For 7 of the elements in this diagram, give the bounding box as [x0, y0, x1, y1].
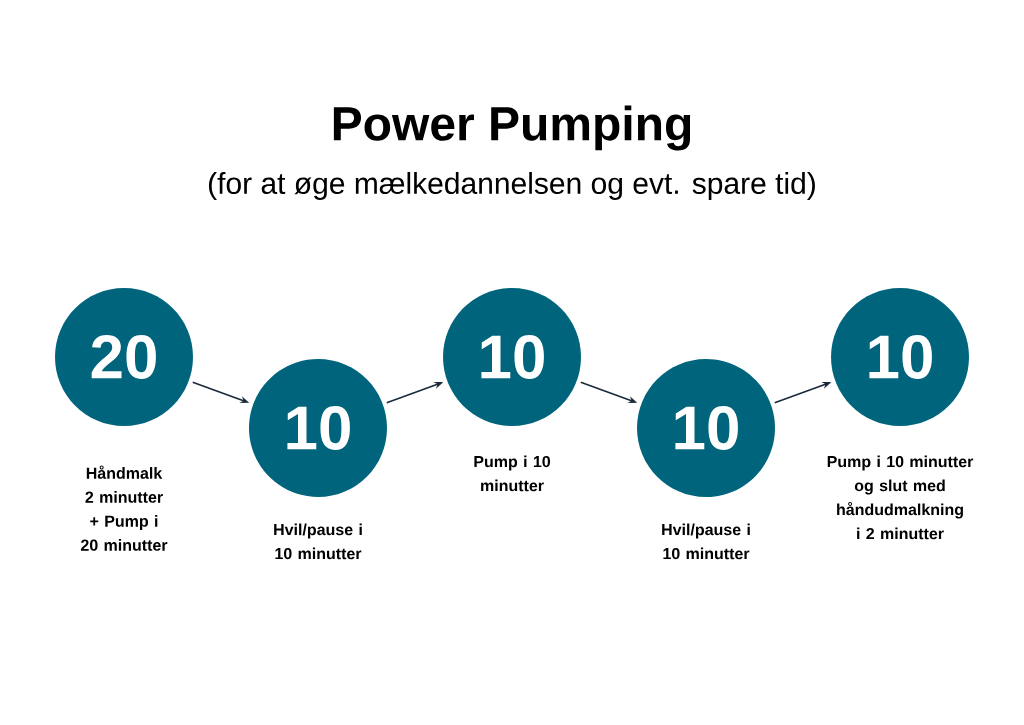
- title: Power Pumping: [333, 105, 691, 151]
- step-description: Pump i 10 minutter: [474, 455, 550, 492]
- step-description: Pump i 10 minutter og slut med håndudmalkning i 2 minutter: [827, 455, 974, 540]
- step-description: Hvil/pause i 10 minutter: [662, 523, 750, 560]
- subtitle: (for at øge mælkedannelsen og evt. spare tid): [209, 172, 815, 200]
- step-description: Håndmalk 2 minutter + Pump i 20 minutter: [81, 465, 168, 551]
- step-description: Hvil/pause i 10 minutter: [274, 523, 362, 560]
